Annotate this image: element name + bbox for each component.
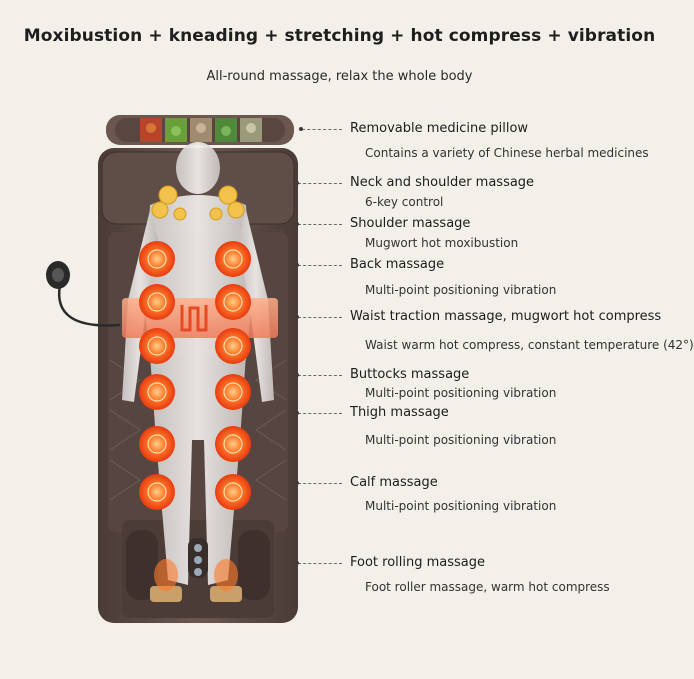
feature-detail-buttocks: Multi-point positioning vibration	[365, 386, 557, 400]
heat-node-icon	[139, 241, 251, 510]
feature-label-neck-shoulder: Neck and shoulder massage	[350, 175, 535, 190]
leader-line	[295, 411, 342, 415]
feature-label-shoulder: Shoulder massage	[350, 216, 471, 231]
herbal-pillow-icon	[106, 115, 294, 145]
feature-detail-removable-pillow: Contains a variety of Chinese herbal med…	[365, 146, 649, 160]
massage-mat-illustration	[46, 115, 298, 623]
page-subtitle: All-round massage, relax the whole body	[206, 69, 473, 84]
remote-controller-icon	[46, 261, 121, 327]
feature-label-foot: Foot rolling massage	[350, 555, 486, 570]
leader-line	[295, 263, 342, 267]
page-title: Moxibustion + kneading + stretching + ho…	[23, 26, 656, 46]
feature-detail-foot: Foot roller massage, warm hot compress	[365, 580, 610, 594]
feature-detail-calf: Multi-point positioning vibration	[365, 499, 557, 513]
leader-line	[295, 561, 342, 565]
feature-label-removable-pillow: Removable medicine pillow	[350, 121, 529, 136]
feature-label-back: Back massage	[350, 257, 445, 272]
feature-label-waist: Waist traction massage, mugwort hot comp…	[350, 309, 662, 324]
feature-detail-waist: Waist warm hot compress, constant temper…	[365, 338, 694, 352]
feature-label-buttocks: Buttocks massage	[350, 367, 470, 382]
feature-detail-neck-shoulder: 6-key control	[365, 195, 444, 209]
feature-detail-thigh: Multi-point positioning vibration	[365, 433, 557, 447]
feature-label-calf: Calf massage	[350, 475, 438, 490]
leader-line	[295, 181, 342, 185]
leader-line	[299, 127, 342, 131]
feature-detail-shoulder: Mugwort hot moxibustion	[365, 236, 519, 250]
feature-label-thigh: Thigh massage	[350, 405, 449, 420]
feature-detail-back: Multi-point positioning vibration	[365, 283, 557, 297]
leader-line	[295, 481, 342, 485]
leader-line	[295, 222, 342, 226]
leader-line	[295, 315, 342, 319]
leader-line	[295, 373, 342, 377]
